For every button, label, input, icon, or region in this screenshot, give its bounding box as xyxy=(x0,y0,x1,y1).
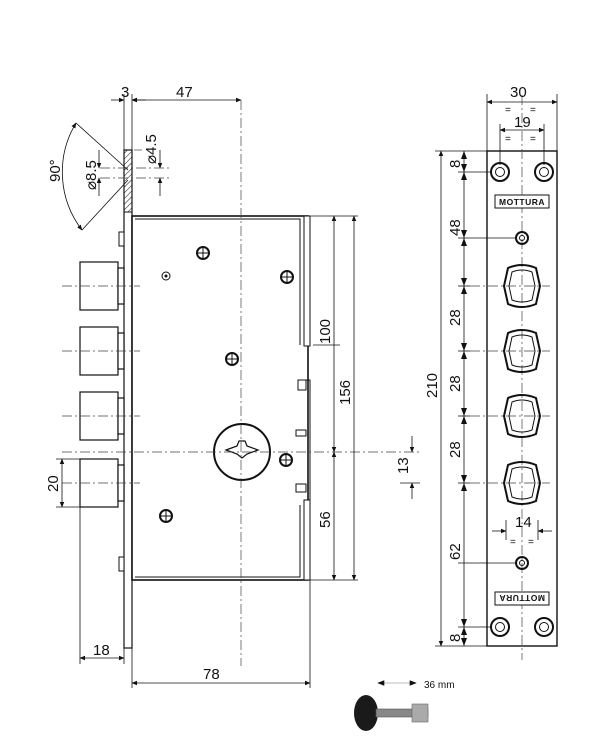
screw xyxy=(225,352,239,366)
dim-total-height: 210 xyxy=(424,373,441,398)
dim-case-height: 100 xyxy=(317,319,334,344)
key-illustration: 36 mm xyxy=(354,680,455,731)
dim-bolt-pitch-2: 28 xyxy=(447,375,464,392)
dim-top-section: 48 xyxy=(447,219,464,236)
bolt-opening xyxy=(502,264,542,308)
dim-backset: 47 xyxy=(176,84,193,101)
dim-bolt-height: 20 xyxy=(45,475,62,492)
bolt-opening xyxy=(502,329,542,373)
key-length-label: 36 mm xyxy=(424,680,455,691)
dim-edge-top: 8 xyxy=(447,160,464,168)
dim-plate-thickness: 3 xyxy=(121,84,129,101)
case-inner-edge xyxy=(135,218,301,578)
pin xyxy=(161,271,171,281)
case-side-notches xyxy=(295,379,311,500)
front-plate xyxy=(123,149,133,649)
dim-lower-case: 56 xyxy=(317,511,334,528)
faceplate-view: MOTTURA MOTTURA 30 = = xyxy=(424,84,558,660)
screw xyxy=(280,270,294,284)
dim-bolt-projection: 18 xyxy=(93,642,110,659)
brand-label-bottom: MOTTURA xyxy=(499,593,545,603)
dim-case-depth: 78 xyxy=(203,666,220,683)
dim-bolt-pitch-1: 28 xyxy=(447,309,464,326)
dim-faceplate-width: 30 xyxy=(510,84,527,101)
fixing-hole xyxy=(490,617,510,637)
bolt-opening xyxy=(502,461,542,505)
dim-angle: 90° xyxy=(47,159,64,182)
brand-plate-bottom xyxy=(494,591,550,606)
bolt-opening xyxy=(502,394,542,438)
svg-text:=: = xyxy=(505,105,511,116)
plate-tab xyxy=(118,556,125,572)
dim-bottom-section: 62 xyxy=(447,543,464,560)
svg-text:=: = xyxy=(505,134,511,145)
screw xyxy=(196,246,210,260)
side-view: 3 47 90° ⌀8.5 ⌀4.5 100 156 56 13 20 xyxy=(45,84,420,688)
dim-edge-bottom: 8 xyxy=(447,634,464,642)
svg-text:=: = xyxy=(510,537,516,548)
dim-cylinder-offset: 13 xyxy=(395,457,412,474)
plate-tab xyxy=(118,231,125,247)
brand-plate-top xyxy=(494,194,550,209)
case-side-flange-bottom xyxy=(303,499,311,581)
svg-text:=: = xyxy=(530,134,536,145)
key-head xyxy=(354,695,378,731)
dim-hole-spacing-top: 19 xyxy=(514,114,531,131)
front-plate-hatched-section xyxy=(123,149,133,213)
fixing-hole xyxy=(534,617,554,637)
dim-bolt-span: 156 xyxy=(337,380,354,405)
case-side-flange-top xyxy=(303,215,311,347)
dim-hole-large: ⌀8.5 xyxy=(83,160,100,190)
dim-hole-small: ⌀4.5 xyxy=(143,134,160,164)
center-screw xyxy=(515,556,529,570)
screw xyxy=(279,453,293,467)
screw xyxy=(159,509,173,523)
key-bit xyxy=(411,703,429,723)
svg-text:=: = xyxy=(530,105,536,116)
brand-label-top: MOTTURA xyxy=(499,197,545,207)
dim-hole-spacing-bottom: 14 xyxy=(515,514,532,531)
lock-case xyxy=(131,215,309,581)
dim-bolt-pitch-3: 28 xyxy=(447,441,464,458)
svg-text:=: = xyxy=(528,537,534,548)
center-screw xyxy=(515,231,529,245)
